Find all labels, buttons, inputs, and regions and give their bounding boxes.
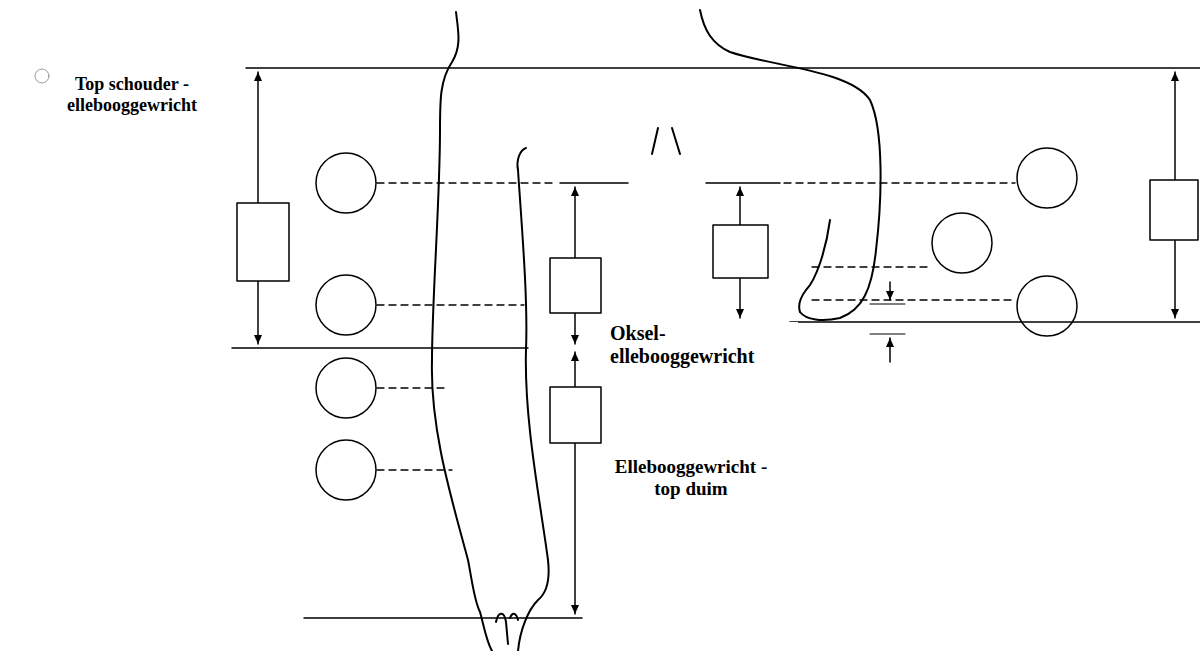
stump-inner-edge bbox=[799, 220, 830, 312]
body-outline bbox=[432, 12, 492, 651]
measurement-label: Oksel- ellebooggewricht bbox=[608, 322, 798, 368]
answer-box bbox=[237, 180, 1198, 443]
spine-mark bbox=[652, 128, 680, 154]
label-box: Oksel- ellebooggewricht bbox=[608, 322, 798, 368]
measurement-label: Ellebooggewricht - top duim bbox=[606, 456, 776, 500]
label-box: Top schouder - ellebooggewricht bbox=[52, 74, 212, 115]
stray-mark bbox=[35, 69, 49, 83]
arm-inner-edge bbox=[518, 170, 549, 651]
measurement-label: Top schouder - ellebooggewricht bbox=[52, 74, 212, 115]
body-outline-right bbox=[700, 10, 881, 320]
armpit bbox=[517, 148, 526, 170]
answer-circle bbox=[316, 148, 1077, 500]
label-box: Ellebooggewricht - top duim bbox=[606, 456, 776, 500]
